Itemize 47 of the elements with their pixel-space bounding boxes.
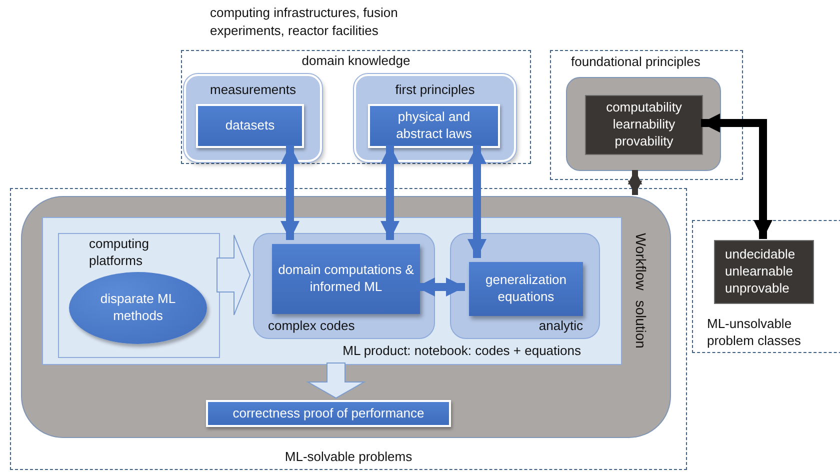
node-label: analytic bbox=[538, 318, 583, 335]
process-box bbox=[196, 104, 304, 148]
process-box bbox=[368, 104, 500, 148]
panel bbox=[42, 217, 622, 365]
dark-box bbox=[714, 240, 814, 304]
block-arrow bbox=[306, 362, 366, 399]
node-label: Workflow solution bbox=[632, 233, 650, 348]
node-label: generalization equations bbox=[484, 272, 568, 306]
node-label: datasets bbox=[224, 118, 276, 134]
node-label: undecidable unlearnable unprovable bbox=[725, 246, 796, 298]
process-box bbox=[272, 244, 420, 314]
node-label: domain knowledge bbox=[300, 53, 412, 70]
block-arrow bbox=[216, 234, 251, 316]
node-label: ML product: notebook: codes + equations bbox=[342, 343, 581, 360]
node-label: ML-solvable problems bbox=[284, 449, 414, 466]
note-text: computing infrastructures, fusion experiments, reactor facilities bbox=[210, 4, 399, 40]
node-label: first principles bbox=[394, 82, 476, 99]
double-arrow bbox=[416, 277, 465, 297]
rounded-box bbox=[566, 77, 721, 171]
rounded-panel bbox=[21, 196, 671, 438]
node-label: physical and abstract laws bbox=[395, 109, 473, 143]
platform-box bbox=[58, 233, 220, 358]
node-label: correctness proof of performance bbox=[232, 405, 426, 422]
double-arrow bbox=[380, 145, 400, 240]
double-arrow bbox=[467, 145, 487, 258]
node-label: disparate ML methods bbox=[99, 291, 177, 325]
node-label: computability learnability provability bbox=[605, 100, 683, 150]
dashed-group-box bbox=[181, 50, 531, 164]
node-label: computing platforms bbox=[89, 236, 150, 270]
node-label: domain computations & informed ML bbox=[277, 262, 415, 296]
rounded-box bbox=[450, 233, 600, 339]
process-box bbox=[469, 262, 583, 316]
rounded-box bbox=[354, 74, 516, 162]
dashed-group-box bbox=[550, 50, 743, 180]
rounded-box bbox=[253, 233, 435, 339]
rounded-box bbox=[184, 74, 322, 162]
double-arrow bbox=[701, 113, 773, 239]
double-arrow bbox=[280, 145, 300, 240]
double-arrow bbox=[628, 170, 642, 195]
process-box bbox=[206, 400, 451, 427]
node-label: measurements bbox=[209, 82, 297, 99]
dashed-group-box bbox=[10, 188, 687, 470]
dark-box bbox=[585, 95, 703, 155]
node-label: complex codes bbox=[268, 318, 355, 335]
dashed-group-box bbox=[692, 220, 840, 353]
node-label: foundational principles bbox=[571, 54, 700, 71]
node-label: ML-unsolvable problem classes bbox=[707, 316, 802, 350]
